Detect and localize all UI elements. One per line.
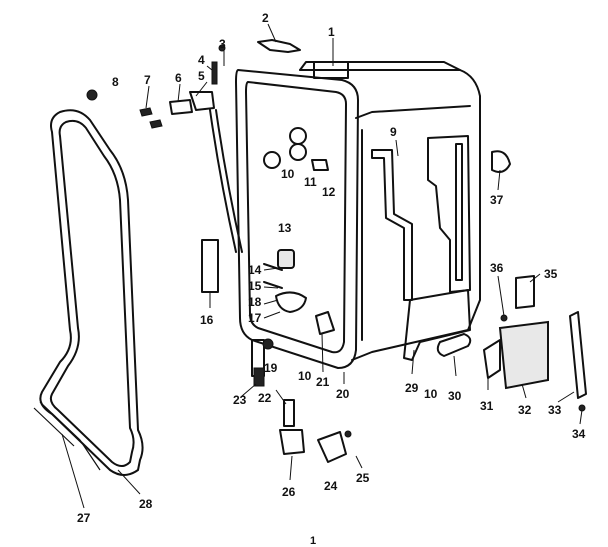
callout-34: 34 — [572, 427, 586, 441]
callout-1: 1 — [328, 25, 335, 39]
callout-17: 17 — [248, 311, 262, 325]
callout-29: 29 — [405, 381, 419, 395]
callout-19: 19 — [264, 361, 278, 375]
callout-31: 31 — [480, 399, 494, 413]
callout-18: 18 — [248, 295, 262, 309]
callout-25: 25 — [356, 471, 370, 485]
tub-frame — [209, 61, 481, 369]
callout-7: 7 — [144, 73, 151, 87]
callout-8: 8 — [112, 75, 119, 89]
callout-37: 37 — [490, 193, 504, 207]
callout-2: 2 — [262, 11, 269, 25]
callout-27: 27 — [77, 511, 91, 525]
door-gasket — [33, 109, 144, 476]
callout-11: 11 — [304, 175, 317, 189]
callout-12: 12 — [322, 185, 336, 199]
callout-24: 24 — [324, 479, 338, 493]
callout-16-left: 16 — [200, 313, 214, 327]
page-marker: 1 — [310, 535, 316, 547]
callout-4: 4 — [198, 53, 205, 67]
hardware-parts — [86, 39, 587, 463]
callout-5: 5 — [198, 69, 205, 83]
callout-6: 6 — [175, 71, 182, 85]
callout-10-right: 10 — [424, 387, 438, 401]
callout-28: 28 — [139, 497, 153, 511]
callout-35: 35 — [544, 267, 558, 281]
callout-20: 20 — [336, 387, 350, 401]
callout-22: 22 — [258, 391, 272, 405]
callout-26: 26 — [282, 485, 296, 499]
callout-9: 9 — [390, 125, 397, 139]
callout-10-middle: 10 — [298, 369, 312, 383]
callout-3: 3 — [219, 37, 226, 51]
callout-23: 23 — [233, 393, 247, 407]
callout-33: 33 — [548, 403, 562, 417]
callout-36: 36 — [490, 261, 504, 275]
callout-14: 14 — [248, 263, 262, 277]
callout-13: 13 — [278, 221, 292, 235]
callout-labels: 1 2 3 4 5 6 7 8 9 10 11 12 13 14 15 16 1… — [61, 11, 586, 525]
callout-21: 21 — [316, 375, 330, 389]
callout-32: 32 — [518, 403, 532, 417]
callout-15: 15 — [248, 279, 262, 293]
callout-10-upper: 10 — [281, 167, 295, 181]
callout-30: 30 — [448, 389, 462, 403]
